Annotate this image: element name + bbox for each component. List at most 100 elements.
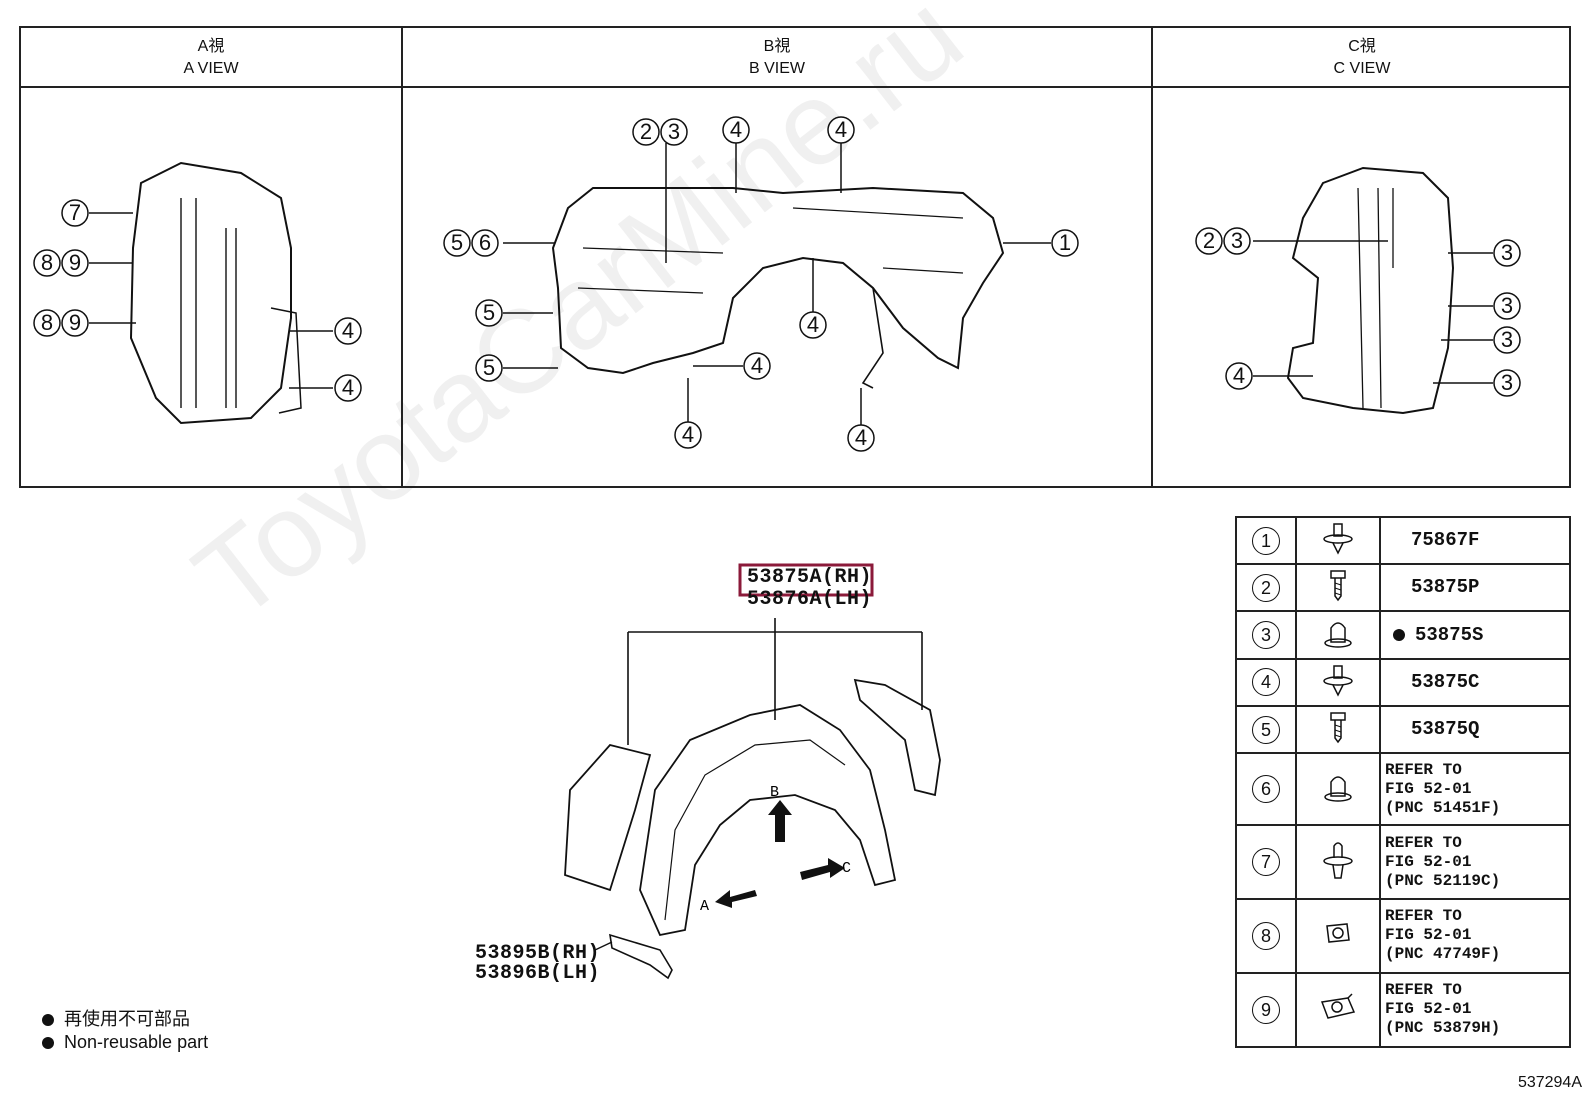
svg-text:4: 4 bbox=[751, 353, 763, 378]
part2-number-lh[interactable]: 53896B(LH) bbox=[475, 962, 601, 985]
b-callout-3: 3 bbox=[660, 118, 688, 146]
refer-line-2[interactable]: FIG 52-01 bbox=[1385, 926, 1472, 945]
svg-text:3: 3 bbox=[668, 119, 680, 144]
arrow-b-icon bbox=[768, 800, 792, 842]
legend-row: 9 REFER TO FIG 52-01 (PNC 53879H) bbox=[1235, 971, 1571, 1049]
legend-row: 7 REFER TO FIG 52-01 (PNC 52119C) bbox=[1235, 824, 1571, 901]
svg-text:4: 4 bbox=[342, 375, 354, 400]
a-callout-8: 8 bbox=[33, 249, 61, 277]
note-en: Non-reusable part bbox=[42, 1032, 208, 1053]
b-callout-4-right: 4 bbox=[743, 352, 771, 380]
note-en-text: Non-reusable part bbox=[64, 1032, 209, 1052]
note-jp-text: 再使用不可部品 bbox=[64, 1009, 190, 1029]
non-reusable-dot-icon bbox=[42, 1037, 54, 1050]
diagram-id: 537294A bbox=[1517, 1074, 1582, 1091]
legend-row: 8 REFER TO FIG 52-01 (PNC 47749F) bbox=[1235, 898, 1571, 974]
long-clip-icon bbox=[1323, 841, 1353, 879]
bracket-nut-icon bbox=[1320, 993, 1356, 1020]
c-callout-3b: 3 bbox=[1493, 292, 1521, 320]
clip-icon bbox=[1323, 523, 1353, 555]
legend-number: 7 bbox=[1252, 848, 1280, 877]
legend-part-number[interactable]: 53875S bbox=[1415, 623, 1484, 646]
a-view-jp: A視 bbox=[197, 38, 225, 55]
legend-number: 6 bbox=[1252, 775, 1280, 804]
a-callout-4b: 4 bbox=[334, 374, 362, 402]
svg-text:1: 1 bbox=[1059, 230, 1071, 255]
legend-number: 2 bbox=[1252, 573, 1280, 602]
a-callout-4: 4 bbox=[334, 317, 362, 345]
c-callout-4: 4 bbox=[1225, 362, 1253, 390]
svg-text:5: 5 bbox=[483, 355, 495, 380]
arrow-c-label: C bbox=[842, 860, 851, 877]
b-callout-4-top-a: 4 bbox=[722, 116, 750, 144]
svg-text:4: 4 bbox=[682, 422, 694, 447]
b-callout-1: 1 bbox=[1051, 229, 1079, 257]
svg-text:3: 3 bbox=[1231, 228, 1243, 253]
refer-line-2[interactable]: FIG 52-01 bbox=[1385, 1000, 1472, 1019]
svg-text:4: 4 bbox=[342, 318, 354, 343]
a-callout-8b: 8 bbox=[33, 309, 61, 337]
push-clip-icon bbox=[1324, 775, 1352, 802]
c-view-drawing: 2 3 3 3 3 bbox=[1195, 166, 1521, 415]
legend-part-number[interactable]: 75867F bbox=[1379, 515, 1571, 566]
refer-line-3: (PNC 51451F) bbox=[1385, 798, 1501, 817]
svg-text:2: 2 bbox=[640, 119, 652, 144]
c-view-jp: C視 bbox=[1348, 38, 1376, 55]
a-callout-9b: 9 bbox=[61, 309, 89, 337]
a-view: A視 A VIEW 7 bbox=[21, 28, 401, 486]
svg-text:7: 7 bbox=[69, 200, 81, 225]
c-callout-3d: 3 bbox=[1493, 369, 1521, 397]
c-view-en: C VIEW bbox=[1333, 60, 1391, 77]
non-reusable-dot-icon bbox=[42, 1014, 54, 1027]
svg-text:8: 8 bbox=[41, 310, 53, 335]
svg-text:5: 5 bbox=[483, 300, 495, 325]
refer-line-1: REFER TO bbox=[1385, 833, 1462, 852]
arrow-c-icon bbox=[800, 858, 845, 880]
legend-refer: REFER TO FIG 52-01 (PNC 51451F) bbox=[1379, 752, 1571, 827]
c-callout-3c: 3 bbox=[1493, 326, 1521, 354]
main-drawing: B C A bbox=[564, 563, 941, 980]
refer-line-2[interactable]: FIG 52-01 bbox=[1385, 852, 1472, 871]
b-view-drawing: 2 3 4 4 5 bbox=[443, 116, 1079, 452]
a-callout-7: 7 bbox=[61, 199, 89, 227]
screw-icon bbox=[1330, 570, 1346, 602]
arrow-a-icon bbox=[715, 890, 757, 908]
legend-part-number-cell: 53875S bbox=[1379, 610, 1571, 660]
refer-line-1: REFER TO bbox=[1385, 760, 1462, 779]
svg-text:4: 4 bbox=[730, 117, 742, 142]
a-callout-9: 9 bbox=[61, 249, 89, 277]
legend-part-number[interactable]: 53875Q bbox=[1379, 704, 1571, 755]
b-view-jp: B視 bbox=[763, 38, 791, 55]
b-callout-4-bottom-a: 4 bbox=[674, 421, 702, 449]
a-view-header: A視 A VIEW bbox=[21, 28, 401, 88]
push-clip-icon bbox=[1324, 621, 1352, 648]
refer-line-1: REFER TO bbox=[1385, 907, 1462, 926]
svg-text:4: 4 bbox=[1233, 363, 1245, 388]
c-callout-2: 2 bbox=[1195, 227, 1223, 255]
part-number-lh[interactable]: 53876A(LH) bbox=[747, 588, 873, 611]
c-callout-3-left: 3 bbox=[1223, 227, 1251, 255]
views-panel: A視 A VIEW 7 bbox=[19, 26, 1571, 488]
legend-row: 5 53875Q bbox=[1235, 704, 1571, 755]
svg-text:3: 3 bbox=[1501, 327, 1513, 352]
refer-line-2[interactable]: FIG 52-01 bbox=[1385, 779, 1472, 798]
part2-number-rh[interactable]: 53895B(RH) bbox=[475, 942, 601, 965]
c-view-header: C視 C VIEW bbox=[1153, 28, 1571, 88]
svg-text:4: 4 bbox=[855, 425, 867, 450]
legend-number: 4 bbox=[1252, 668, 1280, 697]
c-callout-3a: 3 bbox=[1493, 239, 1521, 267]
b-callout-4-mid: 4 bbox=[799, 311, 827, 339]
part-number-rh[interactable]: 53875A(RH) bbox=[747, 566, 873, 589]
b-view: B視 B VIEW bbox=[401, 28, 1151, 486]
arrow-a-label: A bbox=[700, 898, 709, 915]
a-view-drawing: 7 8 9 8 9 bbox=[33, 161, 362, 425]
svg-text:9: 9 bbox=[69, 250, 81, 275]
svg-text:5: 5 bbox=[451, 230, 463, 255]
legend-part-number[interactable]: 53875C bbox=[1379, 657, 1571, 707]
refer-line-3: (PNC 53879H) bbox=[1385, 1019, 1501, 1038]
legend-number: 3 bbox=[1252, 621, 1280, 650]
b-callout-4-bottom-b: 4 bbox=[847, 424, 875, 452]
legend-part-number[interactable]: 53875P bbox=[1379, 563, 1571, 613]
svg-text:3: 3 bbox=[1501, 293, 1513, 318]
arrow-b-label: B bbox=[770, 784, 779, 801]
